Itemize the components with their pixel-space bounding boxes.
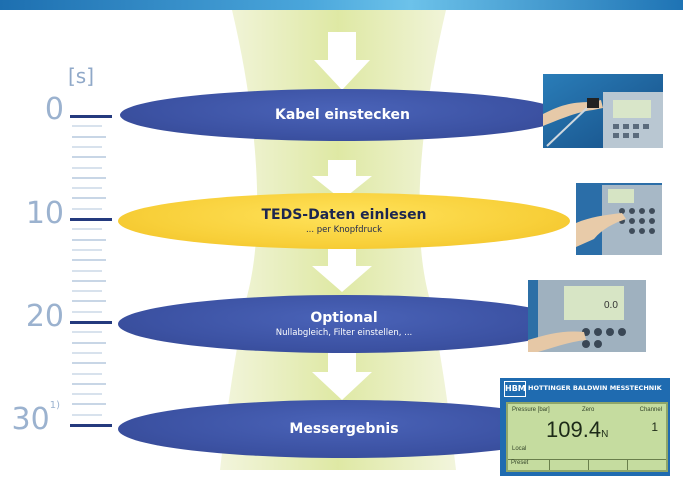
softkey-2[interactable] — [550, 460, 589, 470]
lcd-reading: 109.4N — [546, 417, 609, 442]
hbm-brand: Hottinger Baldwin Messtechnik — [528, 384, 662, 392]
tick-minor — [72, 382, 106, 385]
arrow-4 — [312, 350, 372, 400]
photo-cable-plug — [543, 74, 663, 148]
hbm-logo: HBM — [504, 381, 526, 397]
lcd-readout-label: Zero — [582, 407, 595, 413]
tick-minor — [72, 372, 102, 375]
tick-minor — [72, 156, 106, 159]
tick-major — [70, 321, 112, 324]
step-title: Kabel einstecken — [275, 107, 410, 123]
softkey-4[interactable] — [628, 460, 666, 470]
tick-minor — [72, 228, 102, 231]
photo-keypad — [576, 183, 662, 255]
softkey-3[interactable] — [589, 460, 628, 470]
tick-minor — [72, 135, 106, 138]
arrow-3 — [312, 246, 372, 292]
svg-text:0.0: 0.0 — [604, 300, 618, 311]
arrow-2 — [312, 160, 372, 200]
lcd-status-left: Pressure [bar] — [512, 407, 550, 413]
tick-minor — [72, 362, 106, 365]
tick-minor — [72, 393, 102, 396]
header-banner — [0, 0, 683, 10]
time-label-30: 301) — [11, 400, 60, 437]
tick-minor — [72, 207, 102, 210]
lcd-status-mid: Local — [512, 446, 527, 452]
tick-minor — [72, 187, 102, 190]
photo-display-adjust: 0.0 — [528, 280, 646, 352]
step-subtitle: ... per Knopfdruck — [305, 225, 383, 235]
tick-minor — [72, 279, 106, 282]
tick-minor — [72, 310, 102, 313]
tick-minor — [72, 176, 106, 179]
tick-minor — [72, 125, 102, 128]
lcd-channel-value: 1 — [651, 420, 658, 434]
hbm-display: HBM Hottinger Baldwin Messtechnik Pressu… — [500, 378, 670, 476]
time-label-0: 0 — [44, 92, 64, 127]
step-kabel-einstecken: Kabel einstecken — [120, 89, 565, 141]
tick-minor — [72, 341, 106, 344]
time-label-10: 10 — [25, 196, 64, 231]
step-title: TEDS-Daten einlesen — [261, 207, 427, 223]
tick-minor — [72, 300, 106, 303]
tick-minor — [72, 259, 106, 262]
step-teds-daten: TEDS-Daten einlesen ... per Knopfdruck — [118, 193, 570, 249]
tick-major — [70, 218, 112, 221]
step-subtitle: Nullabgleich, Filter einstellen, ... — [275, 328, 413, 338]
step-messergebnis: Messergebnis — [118, 400, 570, 458]
lcd-screen: Pressure [bar] Zero Channel 109.4N 1 Loc… — [506, 402, 668, 472]
time-label-20: 20 — [25, 299, 64, 334]
tick-minor — [72, 269, 102, 272]
footnote-marker: 1) — [49, 400, 60, 411]
tick-minor — [72, 331, 102, 334]
tick-minor — [72, 351, 102, 354]
tick-minor — [72, 290, 102, 293]
tick-major — [70, 424, 112, 427]
tick-minor — [72, 248, 102, 251]
tick-major — [70, 115, 112, 118]
step-title: Optional — [310, 310, 378, 326]
step-title: Messergebnis — [289, 421, 399, 437]
lcd-channel-label: Channel — [639, 407, 662, 413]
step-optional: Optional Nullabgleich, Filter einstellen… — [118, 295, 570, 353]
lcd-softkeys: Preset — [508, 459, 666, 470]
tick-minor — [72, 197, 106, 200]
arrow-1 — [314, 32, 370, 90]
tick-minor — [72, 145, 102, 148]
tick-minor — [72, 403, 106, 406]
tick-minor — [72, 413, 102, 416]
softkey-left[interactable]: Preset — [508, 460, 550, 470]
tick-minor — [72, 166, 102, 169]
axis-unit-label: [s] — [68, 64, 95, 88]
tick-minor — [72, 238, 106, 241]
